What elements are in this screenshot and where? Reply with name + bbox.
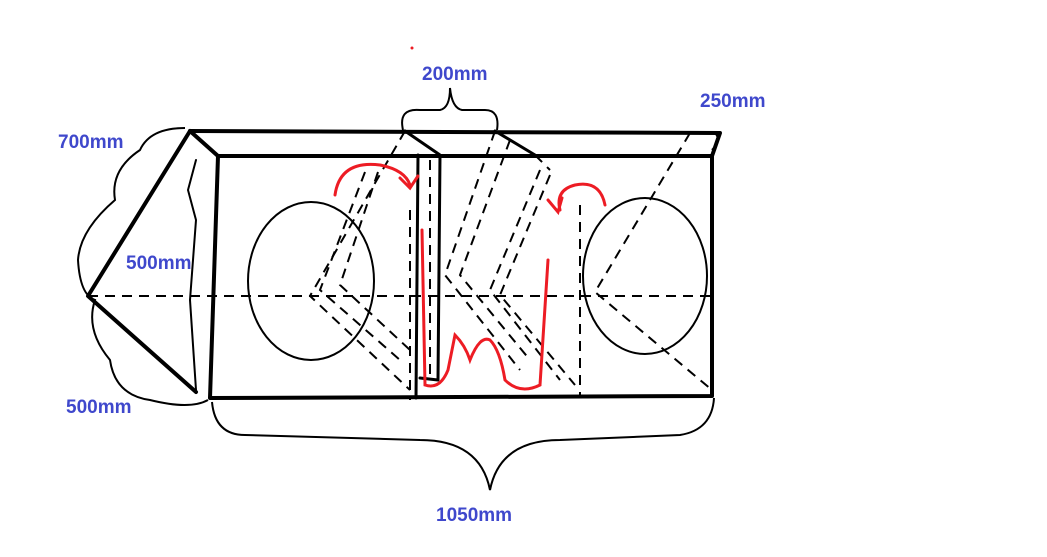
airflow-top-right <box>546 182 607 216</box>
speaker-holes <box>247 197 708 361</box>
label-depth-left: 700mm <box>58 132 124 153</box>
stray-mark <box>410 46 414 50</box>
back-top-edge <box>188 129 722 158</box>
dimension-braces <box>76 87 719 491</box>
label-depth-right: 250mm <box>700 91 766 112</box>
left-front-brace <box>187 159 197 391</box>
speaker-left <box>247 201 375 361</box>
airflow-port <box>420 228 550 391</box>
label-height-outer: 500mm <box>66 397 132 418</box>
port-wall-2-top <box>493 129 537 157</box>
airflow-top-left <box>333 162 420 197</box>
hidden-lines <box>88 130 713 400</box>
airflow-arrows <box>333 162 607 391</box>
label-height-inner: 500mm <box>126 253 192 274</box>
port-wall-front <box>414 153 420 400</box>
brace-right <box>711 132 719 151</box>
left-top-diagonal <box>188 129 220 158</box>
brace-top <box>401 87 499 131</box>
label-port-width: 200mm <box>422 64 488 85</box>
speaker-right <box>582 197 708 355</box>
brace-bottom <box>211 397 715 491</box>
front-face <box>208 154 714 400</box>
brace-left <box>76 127 209 406</box>
label-length: 1050mm <box>436 505 513 526</box>
port-wall-top <box>403 129 442 382</box>
